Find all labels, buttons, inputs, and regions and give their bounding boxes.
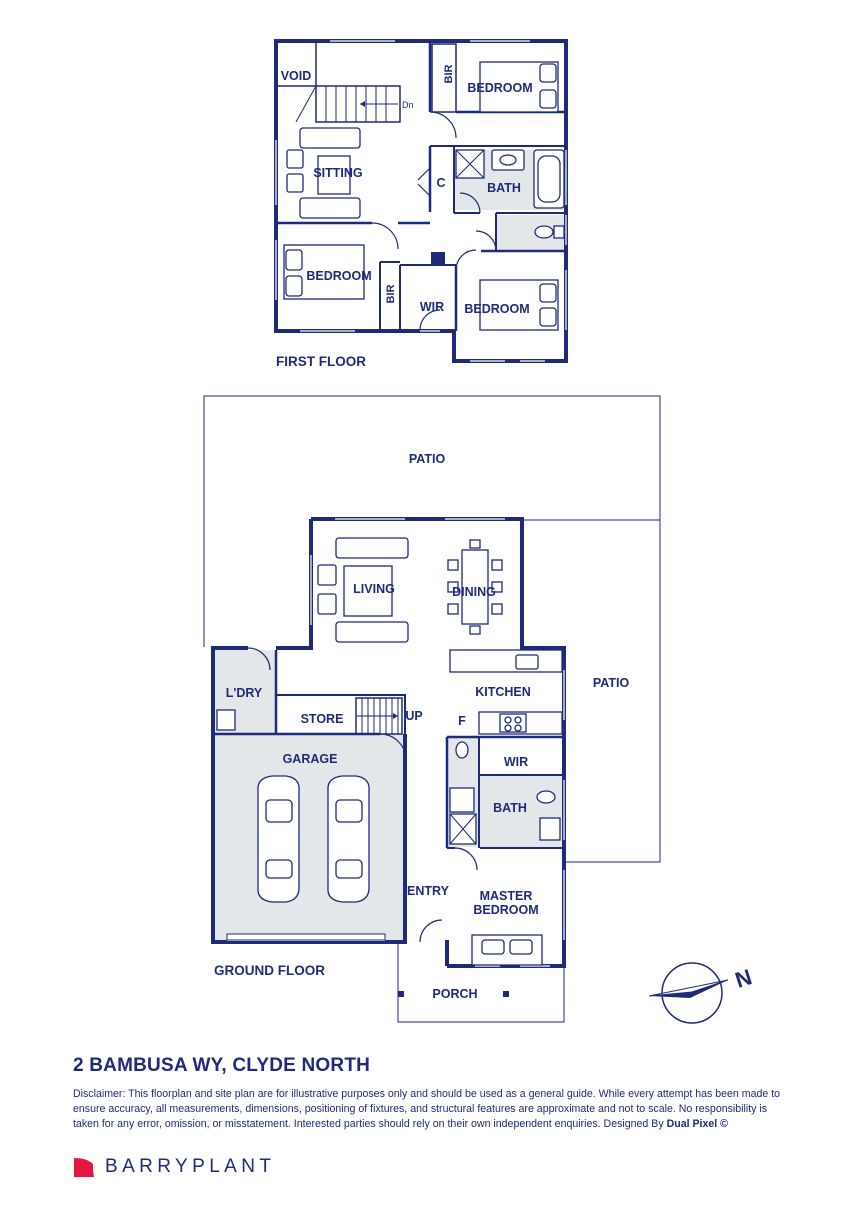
label-bath-ground: BATH <box>493 801 527 815</box>
ground-floor-fixtures <box>216 537 561 997</box>
ground-floor-labels: PATIO PATIO LIVING DINING KITCHEN L'DRY … <box>214 452 629 1001</box>
first-floor-title: FIRST FLOOR <box>276 354 366 369</box>
label-bedroom-top-right: BEDROOM <box>467 81 532 95</box>
label-void: VOID <box>281 69 312 83</box>
brand-logo: BARRYPLANT <box>73 1155 275 1179</box>
label-laundry: L'DRY <box>226 686 263 700</box>
label-entry: ENTRY <box>407 884 450 898</box>
label-garage: GARAGE <box>283 752 338 766</box>
label-kitchen: KITCHEN <box>475 685 531 699</box>
label-bedroom-left: BEDROOM <box>306 269 371 283</box>
designer-name: Dual Pixel © <box>666 1118 728 1130</box>
label-bedroom-bottom-right: BEDROOM <box>464 302 529 316</box>
label-sitting: SITTING <box>313 166 362 180</box>
label-master-line1: MASTER <box>480 889 533 903</box>
property-address: 2 BAMBUSA WY, CLYDE NORTH <box>73 1055 371 1076</box>
label-cupboard: C <box>436 176 445 190</box>
brand-mark-icon <box>74 1158 94 1177</box>
label-fridge: F <box>458 714 466 728</box>
compass-north-letter: N <box>732 964 755 993</box>
label-patio-right: PATIO <box>593 676 630 690</box>
label-stair-dn: Dn <box>402 100 414 110</box>
disclaimer: Disclaimer: This floorplan and site plan… <box>73 1087 795 1132</box>
disclaimer-text: Disclaimer: This floorplan and site plan… <box>73 1088 781 1130</box>
label-patio-top: PATIO <box>409 452 446 466</box>
label-bath-first: BATH <box>487 181 521 195</box>
compass-icon: N <box>648 962 755 1024</box>
label-bir-bottom: BIR <box>385 284 397 303</box>
ground-floor-title: GROUND FLOOR <box>214 963 325 978</box>
ground-floor-plan <box>203 395 661 1023</box>
floor-plan: VOID Dn SITTING BIR BEDROOM C BATH BEDRO… <box>203 39 755 1024</box>
label-stair-up: UP <box>405 709 422 723</box>
brand-name: BARRYPLANT <box>105 1156 276 1177</box>
label-dining: DINING <box>452 585 496 599</box>
label-wir-first: WIR <box>420 300 444 314</box>
label-living: LIVING <box>353 582 395 596</box>
label-bir-top: BIR <box>443 64 455 83</box>
label-porch: PORCH <box>432 987 477 1001</box>
label-master-line2: BEDROOM <box>473 903 538 917</box>
first-floor-fixtures <box>283 61 565 331</box>
label-wir-ground: WIR <box>504 755 528 769</box>
label-store: STORE <box>301 712 344 726</box>
first-floor-labels: VOID Dn SITTING BIR BEDROOM C BATH BEDRO… <box>276 64 533 369</box>
